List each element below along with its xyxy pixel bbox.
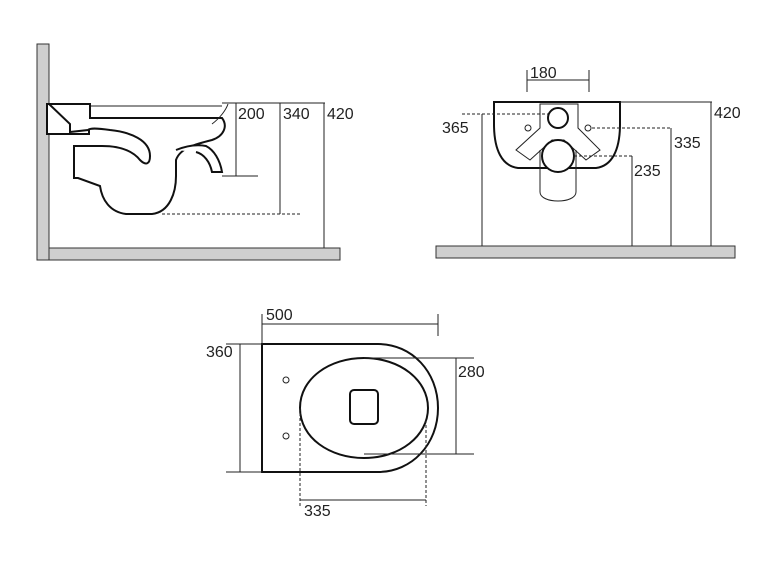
front-view-floor [435,245,736,259]
front-view-bowl-outline [493,101,621,169]
top-view-dim-360: 360 [206,344,233,361]
front-view-dim-235: 235 [634,163,661,180]
side-view-dim-420: 420 [327,106,354,123]
front-view-dim-365: 365 [442,120,469,137]
top-view: 500 360 280 335 [206,307,485,520]
top-view-dim-335: 335 [304,503,331,520]
side-view-dim-340: 340 [283,106,310,123]
front-view-water-inlet [547,107,569,129]
front-view: 180 365 420 335 235 [435,65,741,259]
top-view-dim-280: 280 [458,364,485,381]
side-view-outlet [211,103,229,125]
front-view-waste-outlet [541,139,575,173]
top-view-bolt-bottom [282,432,290,440]
side-view-rim [175,144,224,173]
front-view-dim-420: 420 [714,105,741,122]
front-view-dim-335: 335 [674,135,701,152]
front-view-dim-180: 180 [530,65,557,82]
front-view-bolt-left [524,124,532,132]
side-view-floor [48,247,341,261]
front-view-bolt-right [584,124,592,132]
side-view: 200 340 420 [36,43,354,261]
front-view-mount-plate [515,103,601,161]
top-view-dim-500: 500 [266,307,293,324]
top-view-flush-opening [349,389,379,425]
side-view-bowl [46,103,226,215]
side-view-wall [36,43,50,261]
side-view-dim-200: 200 [238,106,265,123]
top-view-bolt-top [282,376,290,384]
front-view-pedestal [539,150,577,202]
